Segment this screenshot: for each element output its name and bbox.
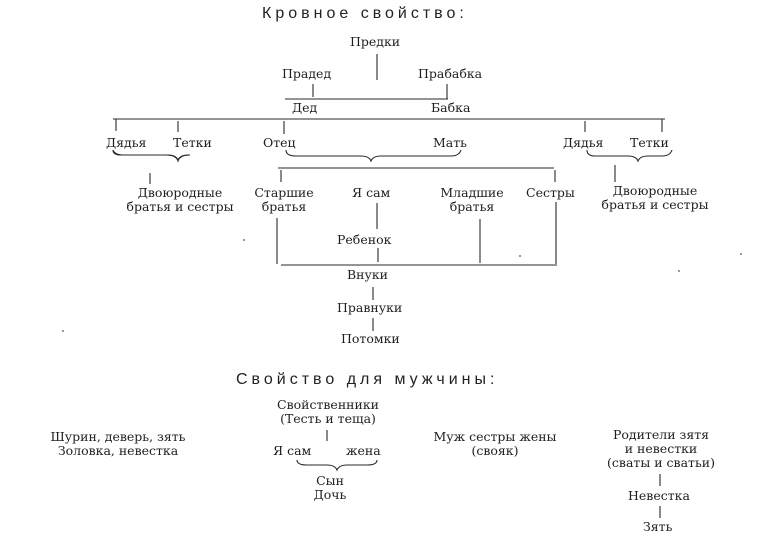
brace [112,149,191,163]
node-ancestors: Предки [350,34,401,49]
node-grandchildren: Внуки [347,267,389,282]
node-great-grandfather: Прадед [282,66,332,81]
node-co-parents-in-law: Родители зятя и невестки (сваты и сватьи… [607,427,715,470]
node-cousins-left: Двоюродные братья и сестры [126,185,234,214]
node-elder-brothers: Старшие братья [254,185,314,214]
node-siblings-in-law: Шурин, деверь, зять Золовка, невестка [50,429,186,458]
brace [296,459,378,472]
node-uncles-left: Дядья [106,135,147,150]
blood-kinship-title: Кровное свойство: [262,5,468,22]
node-child: Ребенок [337,232,392,247]
node-cousins-right: Двоюродные братья и сестры [601,183,709,212]
node-aunts-right: Тетки [630,135,669,150]
speck [519,255,521,257]
speck [243,239,245,241]
node-uncles-right: Дядья [563,135,604,150]
node-mother: Мать [433,135,467,150]
node-great-grandchildren: Правнуки [337,300,403,315]
node-wifes-sisters-husband: Муж сестры жены (свояк) [433,429,557,458]
node-daughter-in-law: Невестка [628,488,690,503]
speck [62,330,64,332]
speck [678,270,680,272]
node-great-grandmother: Прабабка [418,66,483,81]
node-younger-brothers: Младшие братья [440,185,504,214]
node-myself: Я сам [352,185,391,200]
node-grandfather: Дед [292,100,318,115]
node-descendants: Потомки [341,331,400,346]
node-aunts-left: Тетки [173,135,212,150]
brace [586,149,673,163]
node-in-laws: Свойственники (Тесть и теща) [277,397,379,426]
node-grandmother: Бабка [431,100,471,115]
node-wife: жена [346,443,381,458]
node-sisters: Сестры [526,185,575,200]
node-myself-affinity: Я сам [273,443,312,458]
node-son-in-law: Зять [643,519,673,534]
node-children: Сын Дочь [313,473,347,502]
node-father: Отец [263,135,296,150]
affinity-title: Свойство для мужчины: [236,371,499,388]
brace [285,149,462,163]
speck [740,253,742,255]
